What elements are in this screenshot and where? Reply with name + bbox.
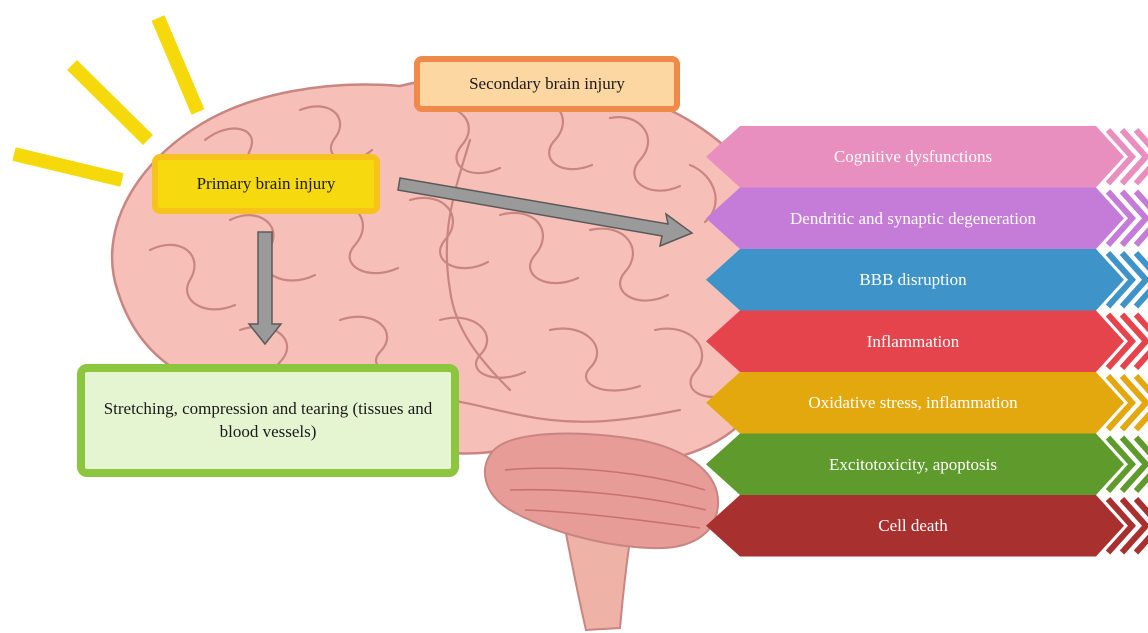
impact-ray	[14, 154, 122, 180]
mechanical-damage-box: Stretching, compression and tearing (tis…	[77, 364, 459, 477]
impact-ray	[72, 65, 148, 140]
consequence-label: Excitotoxicity, apoptosis	[738, 434, 1088, 496]
consequence-label: Oxidative stress, inflammation	[738, 372, 1088, 434]
consequence-label: Dendritic and synaptic degeneration	[738, 188, 1088, 250]
consequence-label: BBB disruption	[738, 249, 1088, 311]
primary-injury-label: Primary brain injury	[197, 173, 336, 195]
consequence-label: Cell death	[738, 495, 1088, 557]
consequence-label: Inflammation	[738, 311, 1088, 373]
consequence-label: Cognitive dysfunctions	[738, 126, 1088, 188]
mechanical-damage-label: Stretching, compression and tearing (tis…	[85, 398, 451, 442]
secondary-injury-label: Secondary brain injury	[469, 73, 625, 95]
secondary-injury-box: Secondary brain injury	[414, 56, 680, 112]
impact-ray	[158, 18, 198, 112]
primary-injury-box: Primary brain injury	[152, 154, 380, 214]
